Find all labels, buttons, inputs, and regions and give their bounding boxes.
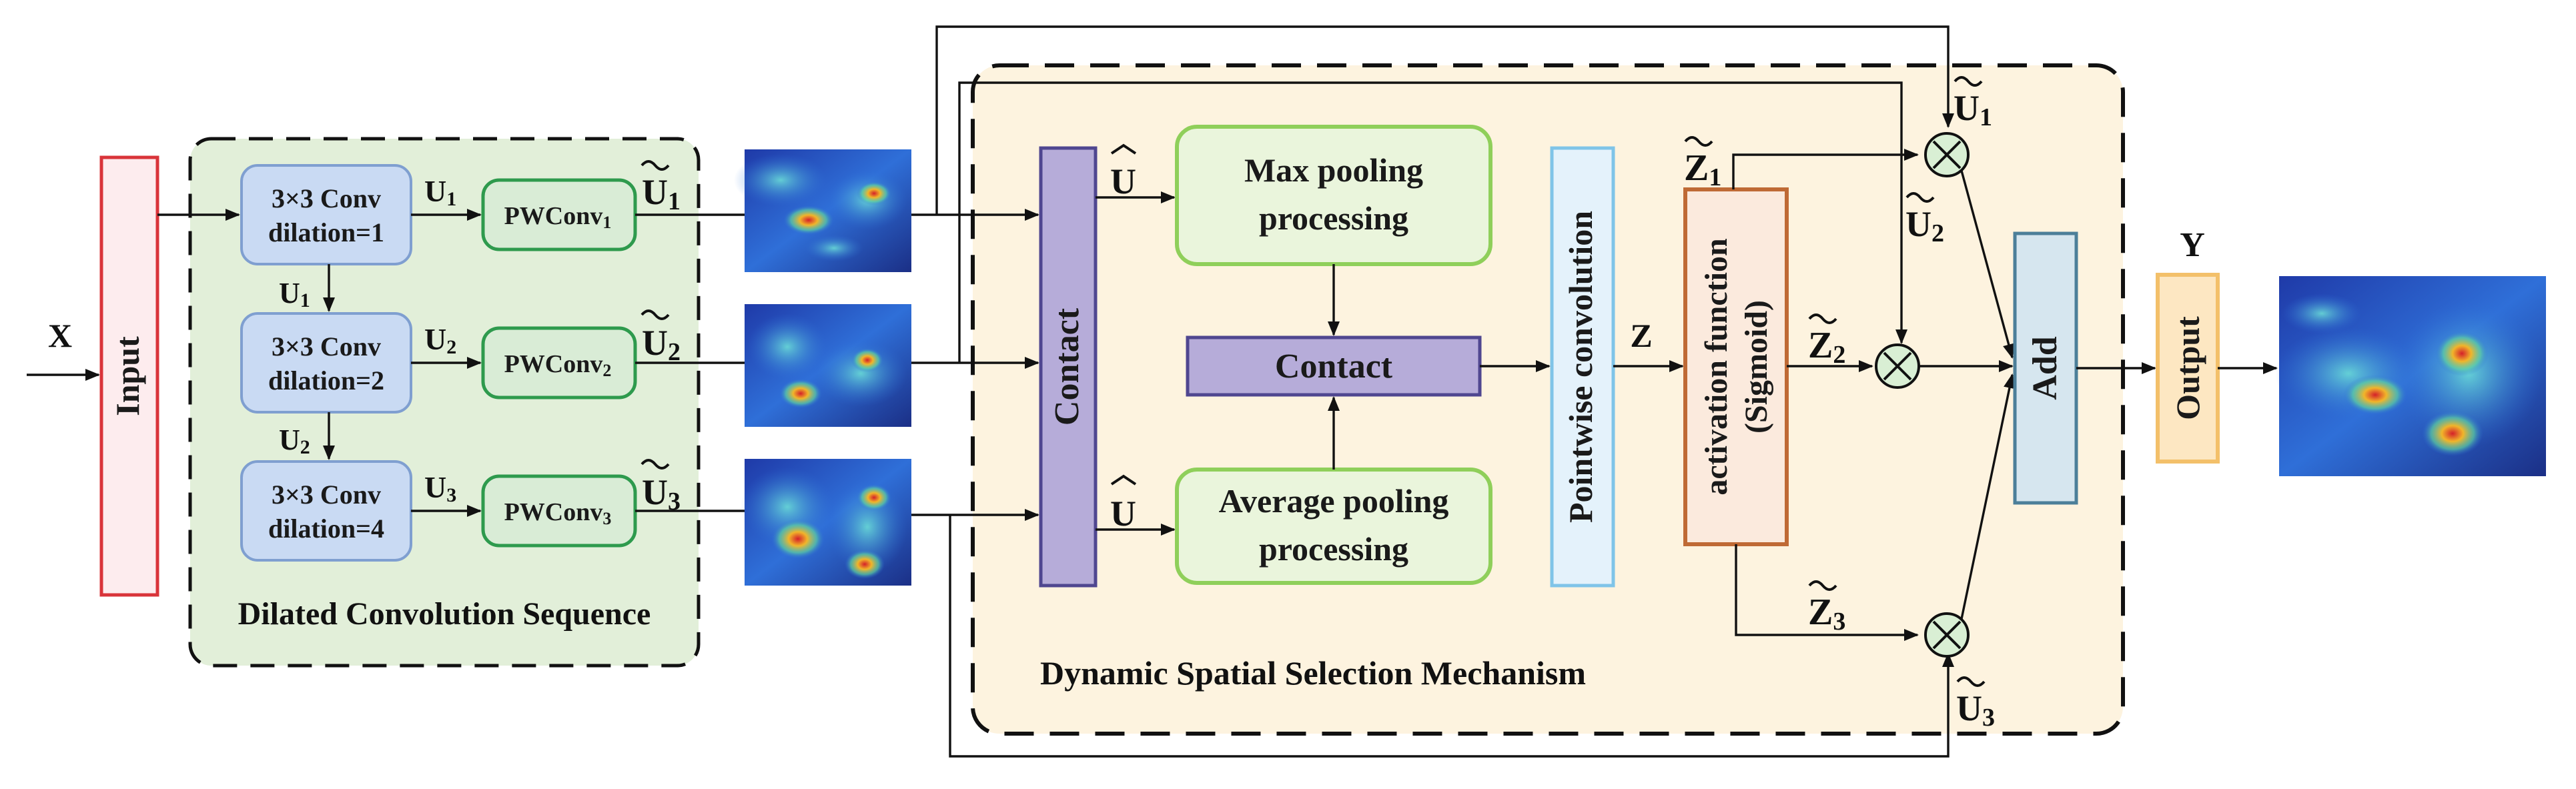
- y-label: Y: [2180, 226, 2205, 264]
- svg-text:U3: U3: [1956, 688, 1995, 732]
- pointwise-conv-box: [1550, 146, 1615, 588]
- u2-label: U2: [424, 322, 456, 358]
- multiply-node-1: [1924, 132, 1970, 177]
- z-tilde-2-label: Z2: [1808, 313, 1845, 369]
- pointwise-conv-label: Pointwise convolution: [1562, 211, 1599, 523]
- svg-text:dilation=1: dilation=1: [268, 217, 384, 247]
- x-label: X: [48, 317, 72, 354]
- right-tilde-u1-label: U1: [1954, 76, 1992, 131]
- heatmap-thumbnail-3: [741, 459, 911, 586]
- heatmap-thumbnail-2: [745, 304, 911, 427]
- svg-text:Z1: Z1: [1684, 147, 1721, 191]
- tilde-u3-label: U3: [640, 459, 681, 516]
- u-bar-label: U: [1110, 474, 1137, 534]
- z-label: Z: [1630, 317, 1652, 354]
- tilde-u2-label: U2: [640, 309, 681, 366]
- selection-title: Dynamic Spatial Selection Mechanism: [1040, 654, 1586, 692]
- z-tilde-1-label: Z1: [1684, 136, 1721, 191]
- activation-label-line2: (Sigmoid): [1739, 300, 1774, 434]
- conv-block-2: 3×3 Conv dilation=2: [240, 312, 412, 414]
- svg-text:3×3 Conv: 3×3 Conv: [272, 331, 381, 361]
- dilated-sequence-title: Dilated Convolution Sequence: [238, 596, 651, 632]
- conv-block-3: 3×3 Conv dilation=4: [240, 460, 412, 562]
- u3-label: U3: [424, 470, 456, 506]
- svg-text:3×3 Conv: 3×3 Conv: [272, 183, 381, 213]
- svg-text:U1: U1: [642, 172, 681, 215]
- pwconv-block-1: PWConv1: [481, 178, 637, 251]
- svg-text:processing: processing: [1259, 530, 1408, 568]
- z-tilde-3-label: Z3: [1808, 580, 1845, 636]
- svg-text:dilation=2: dilation=2: [268, 365, 384, 396]
- svg-text:processing: processing: [1259, 199, 1408, 237]
- right-tilde-u2-label: U2: [1905, 192, 1944, 247]
- average-pooling-box: Average pooling processing: [1175, 468, 1492, 585]
- svg-text:PWConv2: PWConv2: [504, 350, 612, 380]
- activation-label-line1: activation function: [1699, 238, 1734, 495]
- svg-text:U2: U2: [1905, 204, 1944, 247]
- svg-text:PWConv1: PWConv1: [504, 202, 612, 232]
- tilde-u1-label: U1: [640, 160, 681, 215]
- svg-text:dilation=4: dilation=4: [268, 514, 384, 544]
- down-label-u2: U2: [279, 424, 310, 458]
- pwconv-block-3: PWConv3: [481, 474, 637, 548]
- svg-text:3×3 Conv: 3×3 Conv: [272, 480, 381, 510]
- add-box: [2013, 231, 2078, 505]
- max-pooling-box: Max pooling processing: [1175, 125, 1492, 266]
- add-label: Add: [2026, 336, 2064, 400]
- contact-horizontal-label: Contact: [1275, 347, 1393, 385]
- u-hat-label: U: [1110, 143, 1137, 201]
- right-tilde-u3-label: U3: [1956, 676, 1995, 732]
- conv-block-1: 3×3 Conv dilation=1: [240, 164, 412, 265]
- svg-text:U3: U3: [642, 472, 681, 516]
- svg-text:Z2: Z2: [1808, 325, 1845, 369]
- multiply-node-3: [1924, 612, 1970, 658]
- contact-vertical-label: Contact: [1048, 307, 1086, 426]
- svg-text:PWConv3: PWConv3: [504, 498, 612, 528]
- heatmap-thumbnail-1: [734, 149, 911, 272]
- input-box-label: Input: [109, 336, 146, 416]
- svg-text:U1: U1: [1954, 88, 1992, 131]
- u1-label: U1: [424, 174, 456, 210]
- multiply-node-2: [1875, 343, 1920, 389]
- contact-vertical-box: [1039, 146, 1098, 588]
- down-label-u1: U1: [279, 277, 310, 311]
- svg-text:U: U: [1110, 494, 1136, 534]
- output-box: [2156, 273, 2220, 464]
- input-box: [99, 155, 159, 597]
- svg-text:Average pooling: Average pooling: [1219, 482, 1449, 520]
- svg-text:Max pooling: Max pooling: [1244, 151, 1423, 189]
- pwconv-block-2: PWConv2: [481, 326, 637, 400]
- output-label: Output: [2169, 316, 2206, 420]
- output-heatmap: [2275, 276, 2546, 476]
- svg-text:Z3: Z3: [1808, 592, 1845, 636]
- svg-text:U: U: [1110, 161, 1136, 201]
- svg-text:U2: U2: [642, 323, 681, 366]
